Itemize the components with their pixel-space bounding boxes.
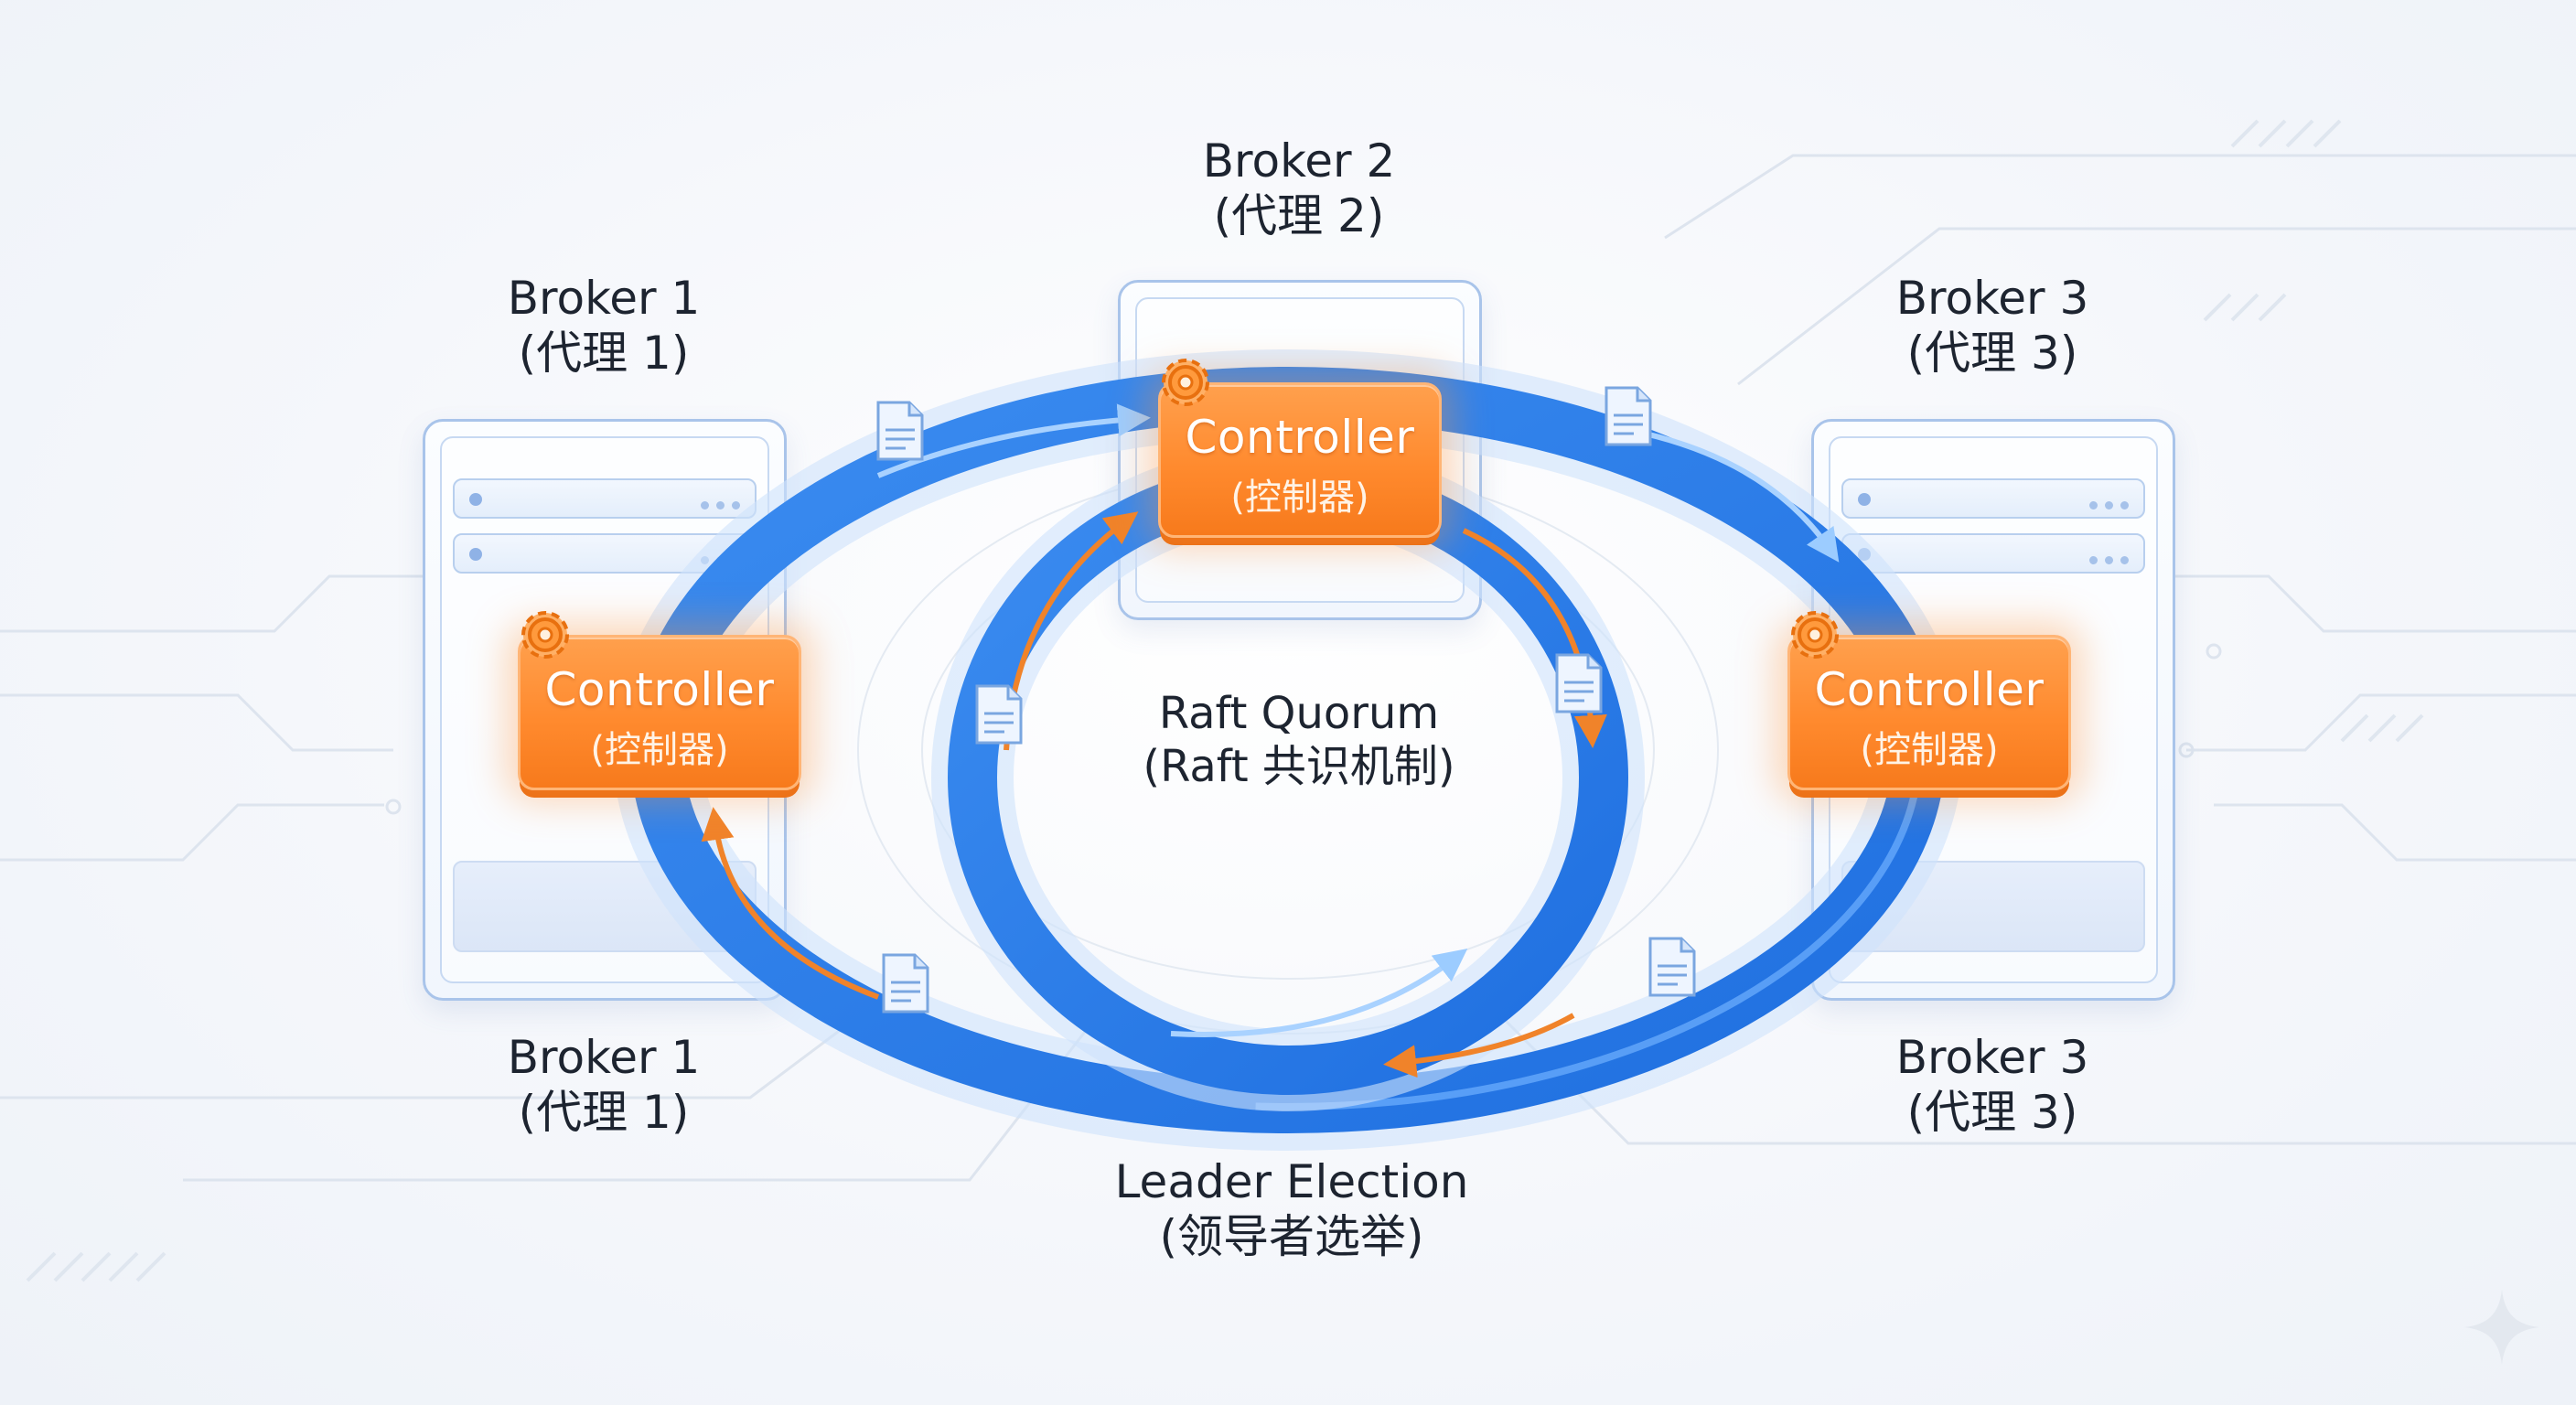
indicator-dots [693, 496, 740, 513]
controller-title: Controller [1185, 411, 1415, 464]
election-subtitle: (领导者选举) [1159, 1210, 1424, 1263]
broker-subtitle: (代理 1) [518, 327, 690, 380]
indicator-dots [2082, 496, 2129, 513]
controller-broker-1: Controller (控制器) [518, 611, 801, 790]
broker-title: Broker 3 [1895, 1031, 2089, 1084]
broker-title: Broker 2 [1202, 134, 1396, 188]
broker-subtitle: (代理 1) [518, 1086, 690, 1139]
leader-election-label: Leader Election (领导者选举) [1017, 1154, 1566, 1264]
flow-arrow [1383, 1013, 1575, 1078]
flow-arrow [1627, 427, 1840, 563]
broker-title: Broker 1 [507, 1031, 701, 1084]
broker-3-top-label: Broker 3 (代理 3) [1828, 271, 2157, 381]
flow-arrow [1170, 949, 1468, 1037]
document-icon [876, 401, 924, 461]
center-subtitle: (Raft 共识机制) [1143, 740, 1455, 792]
document-icon [1648, 937, 1696, 997]
document-icon [1605, 386, 1652, 446]
document-icon [1555, 653, 1603, 713]
document-icon [975, 684, 1023, 745]
center-title: Raft Quorum [1158, 688, 1440, 739]
broker-2-label: Broker 2 (代理 2) [1134, 134, 1464, 243]
server-slot [453, 478, 757, 519]
broker-3-bottom-label: Broker 3 (代理 3) [1828, 1030, 2157, 1140]
broker-subtitle: (代理 3) [1906, 1086, 2078, 1139]
flow-arrow [701, 807, 880, 1000]
gear-icon [1162, 359, 1209, 406]
broker-title: Broker 1 [507, 272, 701, 325]
raft-quorum-label: Raft Quorum (Raft 共识机制) [1061, 688, 1537, 793]
flow-arrow [876, 403, 1151, 478]
status-led [469, 493, 482, 506]
sparkle-icon [2464, 1290, 2539, 1365]
indicator-dots [2082, 551, 2129, 568]
controller-broker-2: Controller (控制器) [1158, 359, 1442, 538]
broker-title: Broker 3 [1895, 272, 2089, 325]
server-slot [1841, 478, 2145, 519]
status-led [1858, 493, 1871, 506]
controller-broker-3: Controller (控制器) [1787, 611, 2071, 790]
controller-subtitle: (控制器) [590, 729, 729, 771]
broker-1-top-label: Broker 1 (代理 1) [439, 271, 768, 381]
gear-icon [1791, 611, 1839, 659]
document-icon [882, 953, 929, 1014]
controller-subtitle: (控制器) [1860, 729, 1999, 771]
controller-title: Controller [1814, 663, 2045, 716]
broker-1-bottom-label: Broker 1 (代理 1) [439, 1030, 768, 1140]
broker-subtitle: (代理 2) [1213, 189, 1385, 242]
controller-title: Controller [544, 663, 775, 716]
gear-icon [521, 611, 569, 659]
status-led [469, 548, 482, 561]
controller-subtitle: (控制器) [1230, 477, 1369, 519]
broker-subtitle: (代理 3) [1906, 327, 2078, 380]
election-title: Leader Election [1114, 1155, 1469, 1208]
